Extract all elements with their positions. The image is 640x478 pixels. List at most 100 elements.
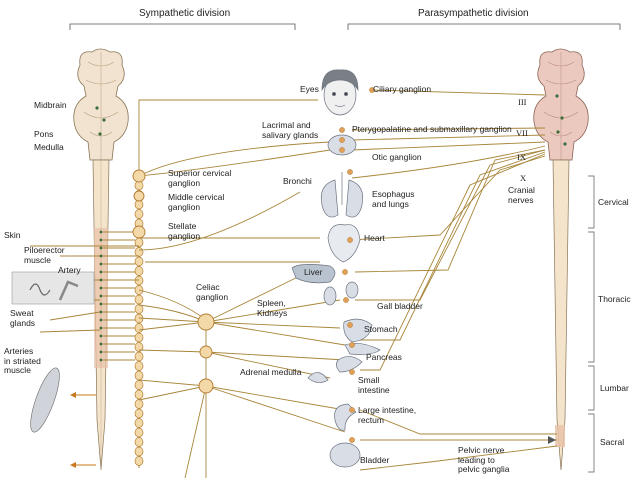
cord-neuron-dot [99,278,103,282]
artery-label: Artery [58,265,81,275]
chain-ganglion [134,399,144,409]
ganglion-markers [95,87,567,443]
bronchi-label: Bronchi [283,176,312,186]
adrenal-medulla-label: Adrenal medulla [240,367,302,377]
spleen-kidneys-label: Spleen, Kidneys [257,298,287,318]
celiac-line1: Celiac [196,282,220,292]
otic-ganglion-label: Otic ganglion [372,152,422,162]
cord-neuron-dot [99,254,103,258]
pterygopalatine-label: Pterygopalatine and submaxillary ganglio… [352,124,512,134]
terminal-ganglion-dot [343,297,349,303]
heart-label: Heart [364,233,385,243]
cranial-nerve-IX: IX [517,152,526,162]
periphery-arrows [70,392,96,468]
brainstem-nucleus-dot [563,142,567,146]
terminal-ganglion-dot [339,137,345,143]
cord-neuron-dot [99,350,103,354]
parasympathetic-division-title: Parasympathetic division [418,8,529,19]
chain-ganglion [134,247,144,257]
thoracic-region-label: Thoracic [598,294,631,304]
cord-neuron-dot [99,302,103,306]
right-brainstem [533,48,589,161]
bladder-label: Bladder [360,455,390,465]
celiac-ganglion [197,313,215,331]
terminal-ganglion-dot [349,369,355,375]
region-brackets [588,175,595,473]
chain-ganglion [134,380,144,390]
inferior-mesenteric-ganglion [198,378,214,394]
middle-cervical-line1: Middle cervical [168,192,225,202]
sympathetic-nerves [30,99,346,478]
cord-neuron-dot [99,342,103,346]
piloerector-line2: muscle [24,254,51,265]
cord-neuron-dot [99,318,103,322]
brainstem-nucleus-dot [102,118,106,122]
stellate-line2: ganglion [168,230,201,241]
cord-neuron-dot [99,286,103,290]
pelvic-line1: Pelvic nerve [458,445,505,455]
stellate-ganglion-label: Stellate ganglion [168,221,201,241]
left-brainstem [73,48,129,161]
brainstem-nucleus-dot [555,94,559,98]
right-spinal-cord [552,159,570,471]
terminal-ganglion-dot [347,169,353,175]
pelvic-arrow-heads [548,436,556,444]
celiac-line2: ganglion [196,291,229,302]
cord-neuron-dot [99,246,103,250]
sweat-glands-label: Sweat glands [10,308,35,328]
chain-ganglion [134,266,144,276]
chain-ganglion [134,256,144,267]
chain-ganglion [134,304,144,314]
chain-ganglion [134,389,144,400]
parasympathetic-nerves [349,89,558,471]
lumbar-region-label: Lumbar [600,383,629,393]
piloerector-label: Piloerector muscle [24,245,65,265]
brainstem-nucleus-dot [556,130,560,134]
stellate-ganglion [132,225,146,239]
brainstem-nucleus-dot [560,116,564,120]
terminal-ganglion-dot [339,147,345,153]
sacral-region-label: Sacral [600,437,625,447]
chain-ganglion [134,323,144,333]
small-intestine-line2: intestine [358,384,390,395]
terminal-ganglion-dot [349,407,355,413]
middle-cervical-line2: ganglion [168,201,201,212]
chain-ganglion [134,275,144,286]
brainstem-nucleus-dot [98,132,102,136]
skin-label: Skin [4,230,21,240]
cord-neuron-dot [99,326,103,330]
midbrain-label: Midbrain [34,100,67,110]
pelvic-line2: leading to [458,454,495,465]
cord-neuron-dot [99,294,103,298]
skin-illustration [11,271,95,433]
gall-bladder-label: Gall bladder [377,301,423,311]
eyes-label: Eyes [300,84,319,94]
cranial-nerve-VII: VII [516,128,528,138]
cranial-nerve-X: X [520,173,527,183]
middle-cervical-ganglion-label: Middle cervical ganglion [168,192,225,212]
arteries-line2: in striated [4,355,41,366]
medulla-label: Medulla [34,142,64,152]
face-illustration [321,69,359,116]
terminal-ganglion-dot [349,437,355,443]
chain-ganglion [134,456,144,466]
sympathetic-chain [134,171,144,468]
middle-cervical-ganglion [133,190,145,202]
chain-ganglion [134,427,144,438]
chain-ganglion [134,370,144,381]
terminal-ganglion-dot [347,322,353,328]
small-intestine-line1: Small [358,375,380,385]
stellate-line1: Stellate [168,221,197,231]
chain-ganglion [134,351,144,362]
brainstem-nucleus-dot [95,106,99,110]
chain-ganglion [134,332,144,343]
superior-cervical-line2: ganglion [168,177,201,188]
esophagus-line1: Esophagus [372,189,415,199]
pons-label: Pons [34,129,54,139]
chain-ganglion [134,294,144,305]
parasympathetic-bracket [347,23,621,30]
chain-ganglion [134,446,144,457]
large-intestine-line2: rectum [358,414,384,425]
